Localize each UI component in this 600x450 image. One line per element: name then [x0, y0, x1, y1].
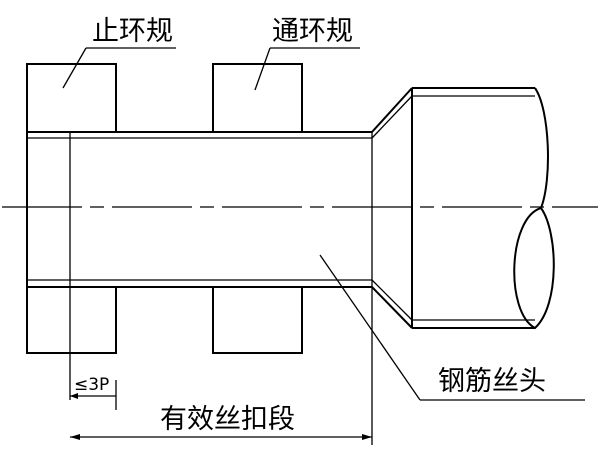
go-gauge-leader [254, 47, 271, 91]
thread-end-leader [319, 254, 421, 401]
break-section-lower [513, 206, 555, 330]
taper-top-outer [371, 87, 413, 133]
break-curve-upper [534, 87, 549, 209]
threaded-end-label: 钢筋丝头 [438, 366, 546, 397]
taper-top-inner [371, 95, 413, 139]
stop-ring-gauge [26, 63, 117, 354]
effective-thread-arrow-right [362, 434, 372, 440]
go-ring-gauge [212, 63, 303, 354]
go-ring-gauge-label: 通环规 [272, 16, 353, 47]
limit-dimension-arrow [70, 393, 78, 399]
taper-bottom-inner [371, 279, 413, 321]
effective-thread-label: 有效丝扣段 [160, 404, 295, 435]
effective-thread-arrow-left [70, 434, 80, 440]
taper-bottom-outer [371, 286, 413, 329]
rebar-body [411, 87, 555, 330]
rebar-shaft [26, 131, 373, 445]
leader-lines [62, 47, 585, 401]
go-ring-gauge-top-section [212, 63, 303, 133]
taper-transition [371, 87, 413, 329]
dimensions [70, 380, 372, 440]
go-ring-gauge-bottom-section [212, 286, 303, 354]
stop-ring-gauge-label: 止环规 [92, 16, 173, 47]
limit-dimension-label: ≤3P [74, 375, 109, 395]
stop-ring-gauge-bottom-section [26, 286, 117, 354]
stop-gauge-leader [62, 47, 87, 89]
